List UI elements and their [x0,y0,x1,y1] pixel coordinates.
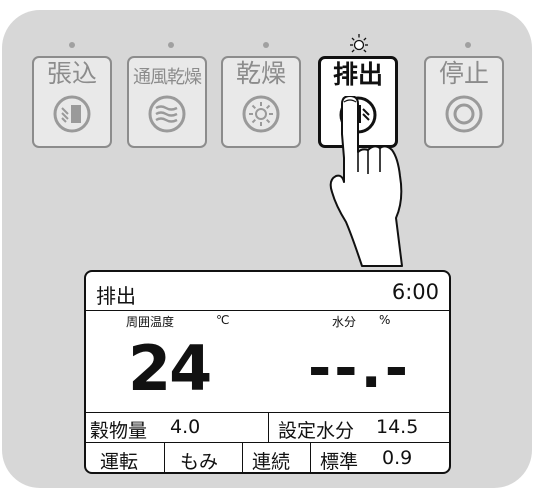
divider [86,412,449,413]
display-time: 6:00 [391,280,439,304]
ventilation-dry-label: 通風乾燥 [133,67,202,88]
divider [242,442,243,472]
led-harikomi [69,42,75,48]
fill-button-label: 張込 [46,59,97,88]
grain-type: もみ [180,451,219,473]
led-teishi [465,42,471,48]
stop-icon [445,95,483,133]
divider [310,442,311,472]
ventilation-icon [148,95,186,133]
led-lit-icon [350,34,368,53]
divider [86,310,449,311]
sun-icon [242,95,280,133]
ventilation-dry-button[interactable]: 通風乾燥 [127,56,207,148]
target-moisture-label: 設定水分 [278,420,355,442]
divider [268,412,269,442]
display-mode: 排出 [96,284,136,308]
divider [164,442,165,472]
led-tsufu [168,42,174,48]
dry-button[interactable]: 乾燥 [221,56,301,148]
divider [86,442,449,443]
lcd-display: 排出 6:00 周囲温度 ℃ 水分 % 24 --.- 穀物量 4.0 設定水分… [84,270,451,474]
moisture-label: 水分 [332,315,357,329]
moisture-value: --.- [308,336,411,401]
operation-status: 運転 [100,451,139,473]
stop-button[interactable]: 停止 [424,56,504,148]
drying-mode: 連続 [252,451,291,473]
temperature-label: 周囲温度 [126,315,175,329]
temperature-value: 24 [128,332,212,405]
stop-button-label: 停止 [438,59,489,88]
target-moisture-value: 14.5 [376,416,419,438]
rate-value: 0.9 [382,447,413,469]
grain-amount-value: 4.0 [170,416,201,438]
fill-button[interactable]: 張込 [32,56,112,148]
moisture-unit: % [379,313,391,327]
led-kanso [263,42,269,48]
dry-button-label: 乾燥 [235,59,286,88]
rate-label: 標準 [320,451,359,473]
discharge-button-label: 排出 [332,60,383,89]
grain-amount-label: 穀物量 [90,420,148,442]
temperature-unit: ℃ [216,313,230,327]
fill-icon [53,95,91,133]
pointing-hand-icon [329,96,403,267]
